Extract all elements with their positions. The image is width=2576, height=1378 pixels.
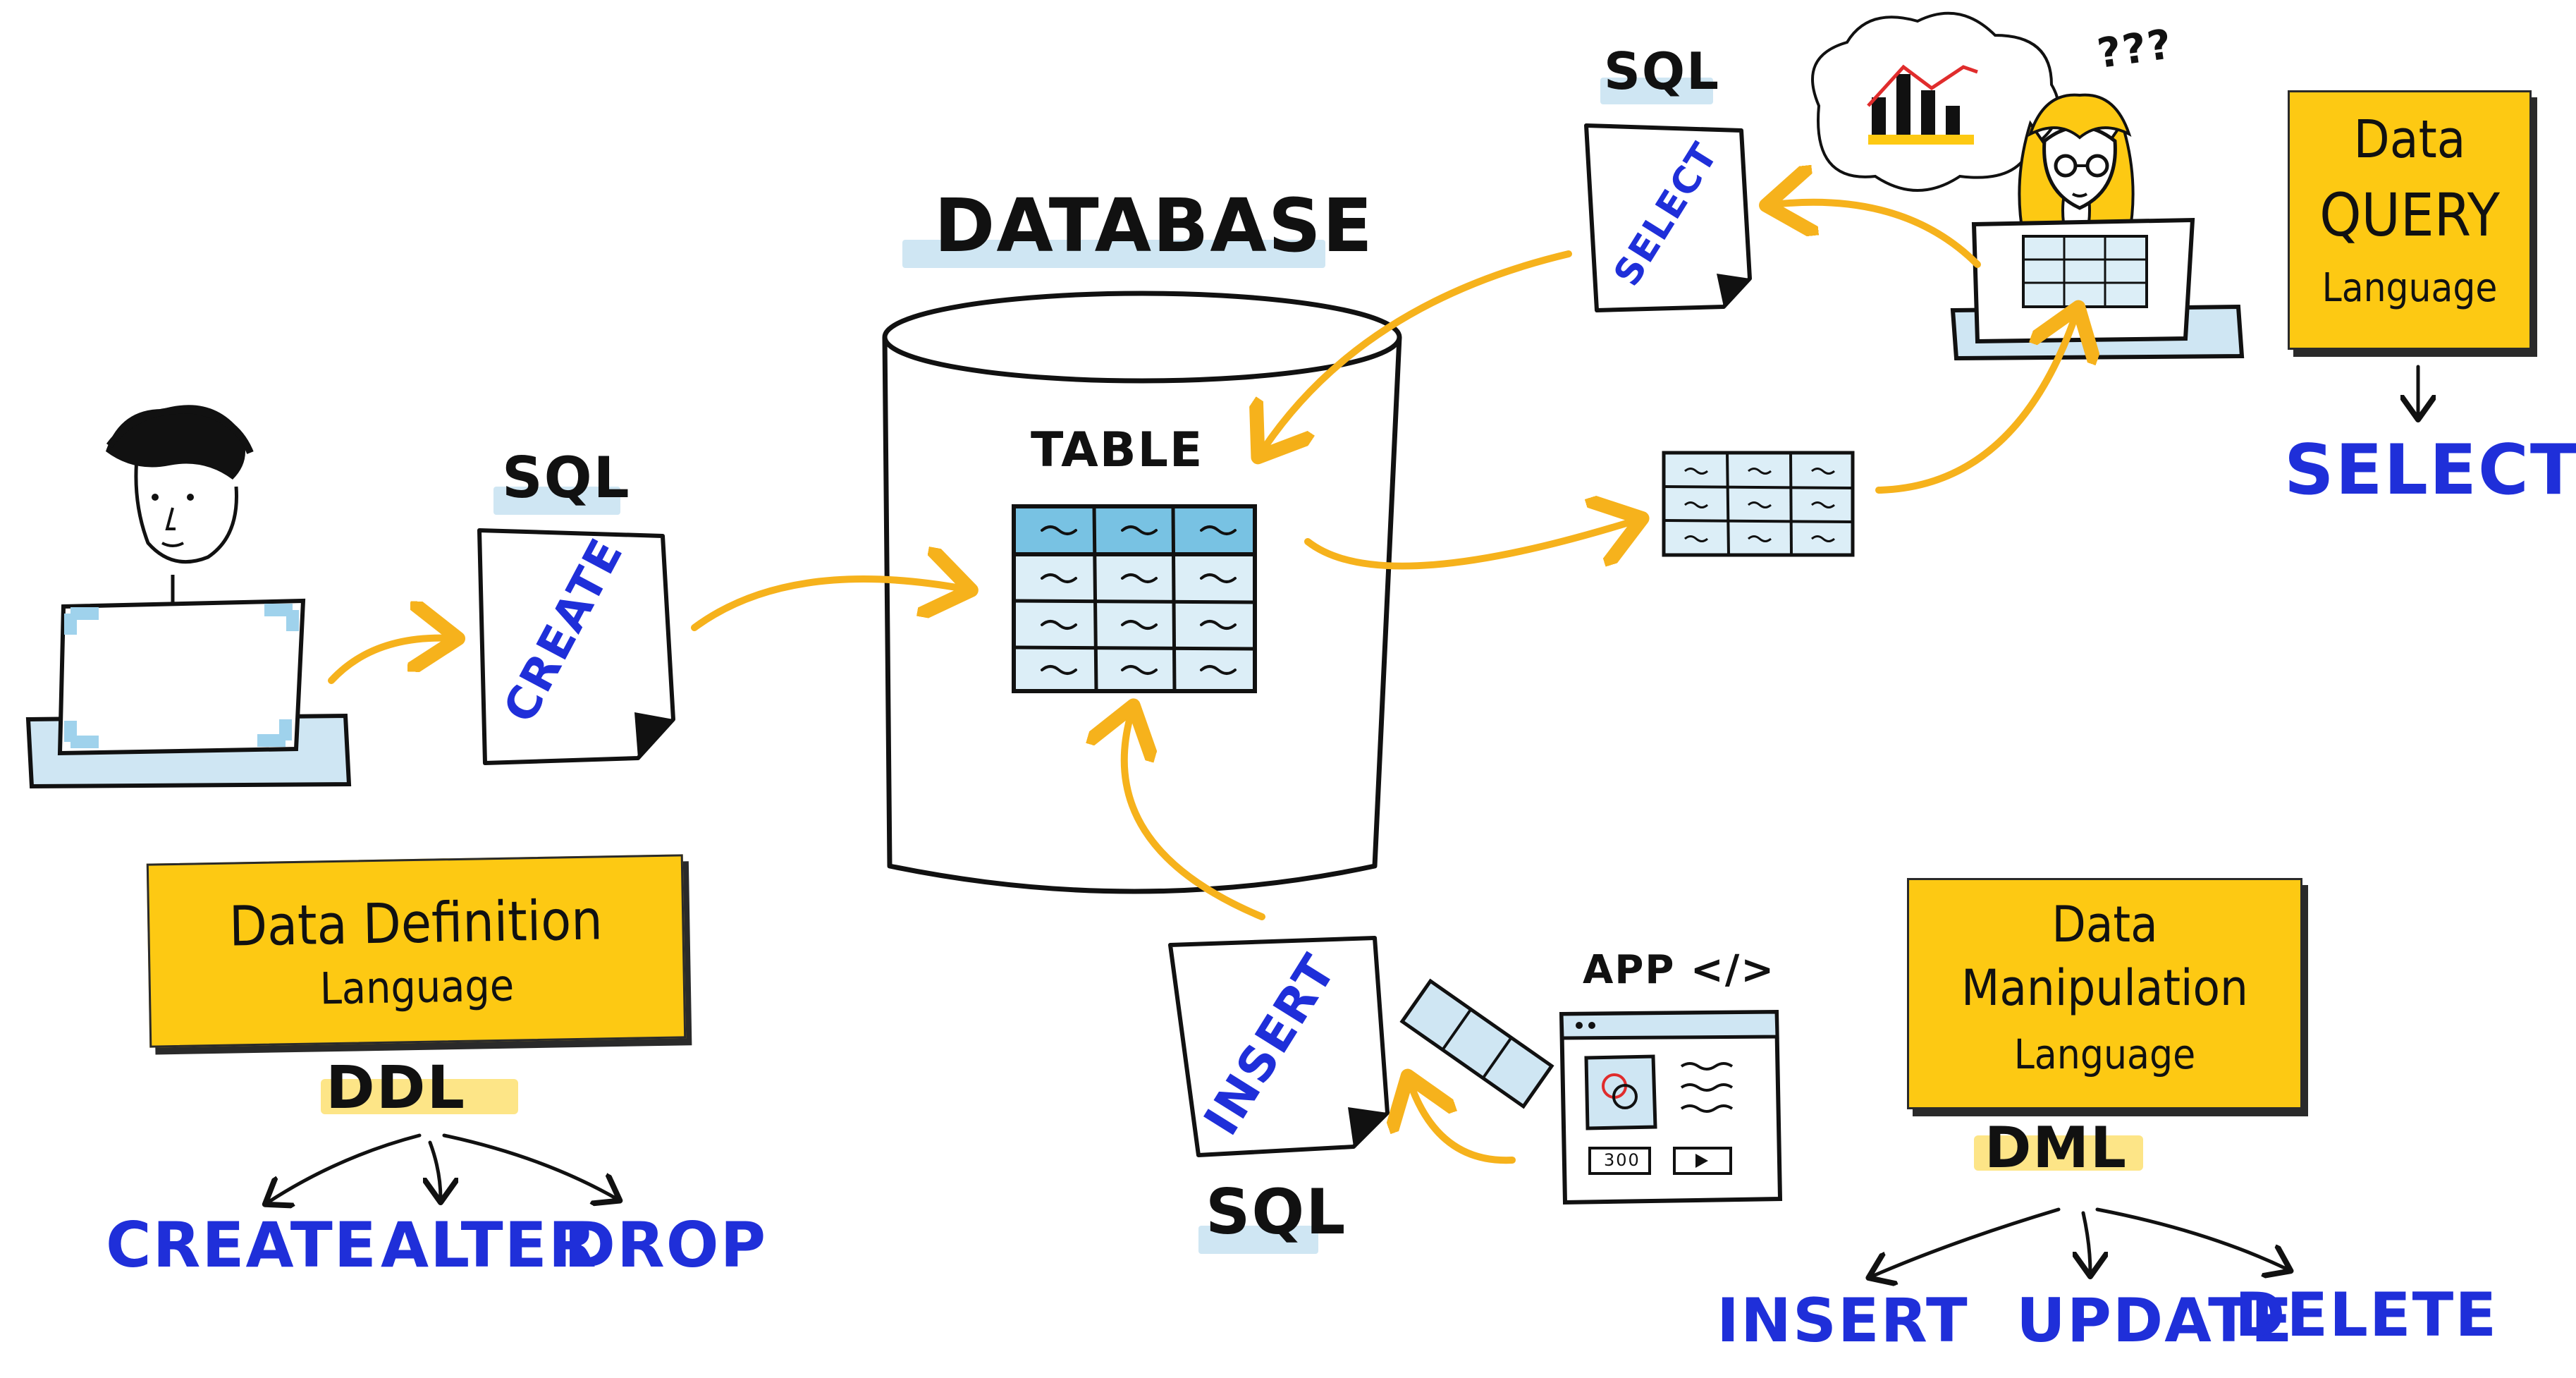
dml-abbr-highlight [1974,1135,2143,1171]
arrow-app-to-insert [1410,1083,1516,1164]
analyst-person-icon [2018,93,2135,238]
create-sql-document [477,528,675,765]
sql-highlight-select [1600,78,1713,104]
insert-sql-document [1168,936,1390,1157]
data-row-strip-icon [1399,978,1554,1109]
sql-highlight-create [493,487,620,515]
arrow-create-to-table [691,579,964,631]
sql-highlight-insert [1198,1226,1318,1254]
dml-command-delete: DELETE [2235,1280,2498,1350]
app-label: APP </> [1583,947,1776,993]
ddl-card-line1: Data Definition [228,889,603,959]
dql-card-line3: Language [2322,265,2498,311]
ddl-abbr: DDL [326,1053,466,1122]
select-sql-document [1584,123,1752,312]
arrow-laptop-to-create [328,638,451,684]
dml-arrow-insert [1872,1207,2061,1276]
ddl-card-line2: Language [319,959,515,1015]
table-label: TABLE [1031,422,1204,478]
arrow-select-to-table [1262,250,1572,451]
dml-command-insert: INSERT [1717,1286,1969,1356]
result-table-icon [1662,451,1855,557]
dml-card-line3: Language [2013,1030,2196,1078]
arrow-result-to-analyst [1875,314,2076,494]
dql-card: Data QUERY Language [2288,90,2532,350]
arrow-analyst-to-select [1773,202,1981,268]
dml-abbr: DML [1985,1115,2128,1181]
database-title-highlight [902,240,1325,268]
ddl-command-drop: DROP [564,1209,768,1281]
ddl-arrow-drop [442,1133,617,1199]
analyst-laptop-icon [1950,217,2245,361]
arrow-table-to-result [1304,520,1636,570]
dml-command-update: UPDATE [2016,1286,2294,1356]
dml-card: Data Manipulation Language [1907,878,2302,1109]
database-table-icon [1012,504,1257,693]
ddl-command-alter: ALTER [381,1209,598,1281]
dql-card-line1: Data [2353,109,2466,170]
ddl-card: Data Definition Language [146,854,687,1048]
arrow-insert-to-table [1124,712,1265,920]
ddl-arrow-create [268,1133,422,1202]
sql-label-create: SQL [502,445,631,511]
ddl-command-create: CREATE [106,1209,378,1281]
app-window-icon [1559,1009,1783,1205]
app-widget-value: 300 [1604,1150,1640,1170]
ddl-arrow-alter [430,1140,441,1199]
sql-label-insert: SQL [1206,1176,1347,1248]
dml-arrow-delete [2095,1207,2288,1269]
dql-command-select: SELECT [2284,430,2576,511]
dql-card-line2: QUERY [2319,181,2500,250]
sql-label-select: SQL [1604,42,1720,101]
dml-card-line2: Manipulation [1961,959,2248,1017]
database-title: DATABASE [934,183,1374,269]
question-marks: ??? [2094,19,2176,78]
developer-person-icon [106,405,254,606]
ddl-abbr-highlight [321,1079,518,1114]
developer-laptop-icon [25,598,352,789]
dml-arrow-update [2083,1211,2090,1273]
thought-cloud-chart-icon [1811,11,2060,192]
dml-card-line1: Data [2051,896,2158,953]
